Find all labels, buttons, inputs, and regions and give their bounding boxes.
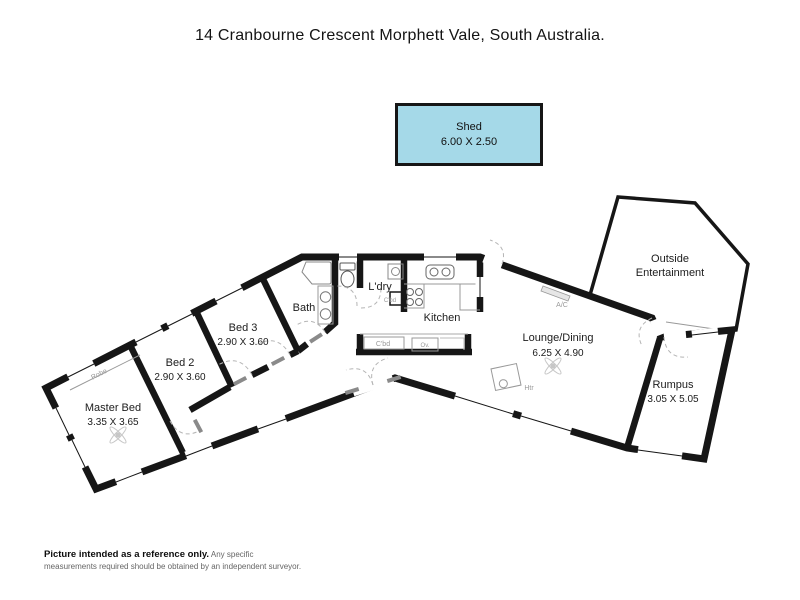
vanity bbox=[317, 285, 334, 325]
laundry-cupboard-label: C'bd bbox=[384, 298, 396, 304]
laundry-cupboard bbox=[389, 291, 404, 306]
room-label-kitchen: Kitchen bbox=[424, 312, 461, 324]
fixtures bbox=[69, 261, 571, 392]
room-label-outside-line1: Outside bbox=[651, 253, 689, 265]
room-label-bed2: Bed 2 bbox=[166, 357, 195, 369]
room-label-master-bed: Master Bed bbox=[85, 402, 141, 414]
ceiling-fan-lounge bbox=[544, 357, 562, 375]
room-dims-bed2: 2.90 X 3.60 bbox=[154, 372, 206, 383]
partition-walls bbox=[127, 258, 664, 457]
wc-door-arc bbox=[336, 285, 358, 307]
room-labels: Master Bed 3.35 X 3.65 Bed 2 2.90 X 3.60… bbox=[85, 253, 704, 428]
room-label-bath: Bath bbox=[293, 302, 316, 314]
disclaimer: Picture intended as a reference only. An… bbox=[44, 549, 308, 573]
kitchen-sink bbox=[425, 264, 455, 280]
basin-2 bbox=[319, 308, 332, 320]
hall-cupboard bbox=[363, 336, 405, 350]
bath-door-arc bbox=[294, 320, 326, 333]
door-openings bbox=[351, 253, 687, 397]
toilet bbox=[339, 262, 356, 288]
room-dims-master-bed: 3.35 X 3.65 bbox=[87, 417, 139, 428]
room-label-lounge: Lounge/Dining bbox=[523, 332, 594, 344]
ac-unit bbox=[540, 285, 571, 302]
house-outline bbox=[41, 253, 737, 494]
room-label-laundry: L'dry bbox=[368, 281, 392, 293]
rumpus-door-arc bbox=[663, 336, 689, 358]
shed-dims: 6.00 X 2.50 bbox=[440, 135, 498, 148]
room-dims-rumpus: 3.05 X 5.05 bbox=[647, 394, 699, 405]
room-label-outside-line2: Entertainment bbox=[636, 267, 704, 279]
laundry-door-arc bbox=[360, 287, 382, 309]
disclaimer-text: Any specific measurements required shoul… bbox=[44, 550, 302, 571]
disclaimer-bold: Picture intended as a reference only. bbox=[44, 549, 210, 560]
shed-label: Shed bbox=[456, 120, 482, 133]
ac-label: A/C bbox=[556, 302, 568, 309]
stove bbox=[406, 288, 423, 306]
ceiling-fan-master bbox=[109, 426, 127, 444]
patio-door-arc-2 bbox=[371, 357, 389, 386]
bed3-door-arc bbox=[255, 340, 291, 356]
bathtub bbox=[301, 261, 332, 285]
door-jambs bbox=[192, 332, 402, 434]
robe-line bbox=[69, 354, 141, 391]
oven bbox=[411, 337, 439, 352]
basin-1 bbox=[319, 291, 332, 303]
heater-label: Htr bbox=[524, 385, 534, 392]
kitchen-bench bbox=[404, 283, 480, 311]
entry-door-arc bbox=[489, 239, 504, 265]
oven-label: Ov. bbox=[421, 343, 430, 349]
hall-cupboard-label: C'bd bbox=[376, 341, 390, 348]
room-dims-bed3: 2.90 X 3.60 bbox=[217, 337, 269, 348]
room-label-rumpus: Rumpus bbox=[653, 379, 694, 391]
heater-unit bbox=[490, 362, 522, 392]
master-door-arc bbox=[169, 420, 202, 435]
door-arcs bbox=[169, 239, 689, 435]
shed: Shed 6.00 X 2.50 bbox=[395, 103, 543, 166]
bed2-door-arc bbox=[217, 360, 253, 376]
laundry-trough bbox=[387, 263, 404, 280]
room-label-bed3: Bed 3 bbox=[229, 322, 258, 334]
page-title: 14 Cranbourne Crescent Morphett Vale, So… bbox=[195, 27, 605, 44]
room-dims-lounge: 6.25 X 4.90 bbox=[532, 348, 584, 359]
windows bbox=[51, 252, 719, 487]
outside-ent-door-arc bbox=[638, 317, 653, 347]
